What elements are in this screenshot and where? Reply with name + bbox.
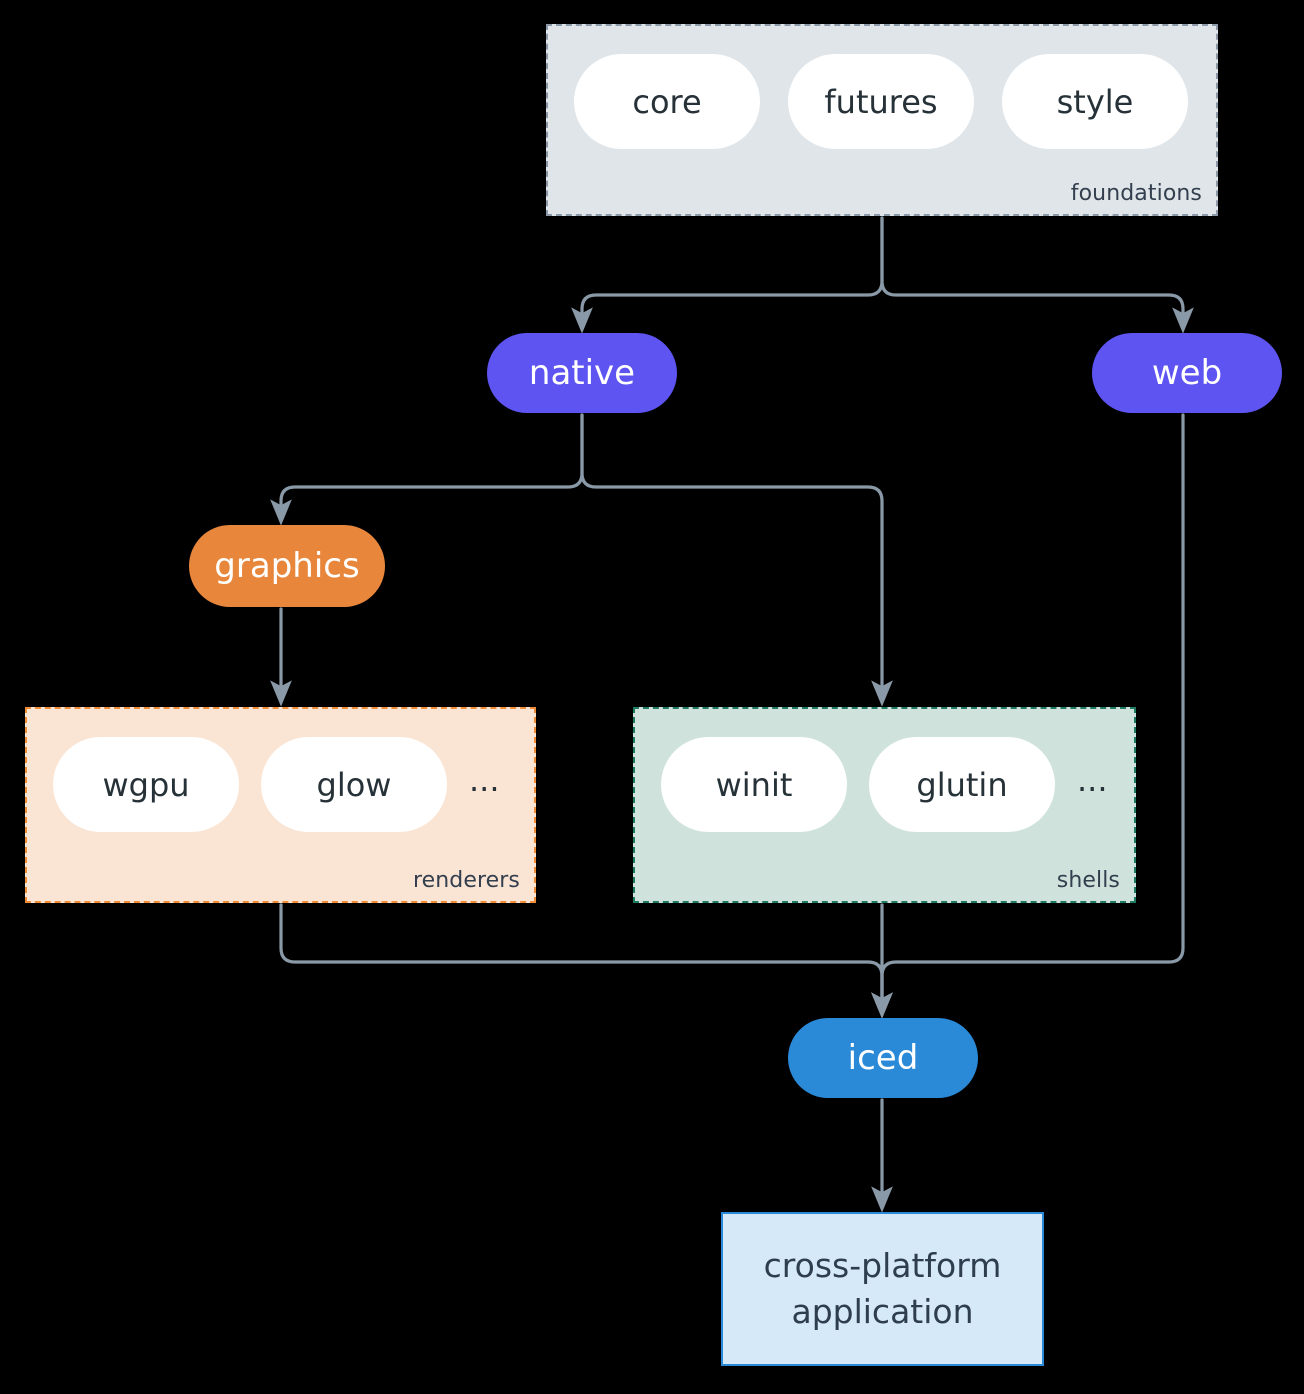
edge-foundations-native	[571, 216, 884, 334]
cluster-foundations-nodes: core futures style	[574, 54, 1188, 149]
renderers-ellipsis: ...	[469, 760, 500, 799]
cluster-foundations: core futures style foundations	[546, 24, 1218, 216]
application-label-line2: application	[791, 1292, 974, 1331]
node-graphics[interactable]: graphics	[189, 525, 385, 607]
node-style[interactable]: style	[1002, 54, 1188, 149]
node-futures[interactable]: futures	[788, 54, 974, 149]
cluster-foundations-label: foundations	[1070, 181, 1202, 206]
node-core[interactable]: core	[574, 54, 760, 149]
node-glutin[interactable]: glutin	[869, 737, 1055, 832]
cluster-renderers-label: renderers	[412, 868, 520, 893]
node-cross-platform-application[interactable]: cross-platform application	[721, 1212, 1044, 1366]
shells-ellipsis: ...	[1077, 760, 1108, 799]
edge-foundations-web	[880, 216, 1194, 334]
cluster-renderers: wgpu glow ... renderers	[25, 707, 536, 903]
cluster-renderers-nodes: wgpu glow ...	[53, 737, 500, 832]
node-iced[interactable]: iced	[788, 1018, 978, 1098]
cluster-shells-nodes: winit glutin ...	[661, 737, 1108, 832]
edge-native-shells	[580, 413, 893, 707]
cluster-shells: winit glutin ... shells	[633, 707, 1136, 903]
node-wgpu[interactable]: wgpu	[53, 737, 239, 832]
cluster-shells-label: shells	[1056, 868, 1120, 893]
edge-native-graphics	[270, 413, 584, 526]
node-glow[interactable]: glow	[261, 737, 447, 832]
node-web[interactable]: web	[1092, 333, 1282, 413]
application-label-line1: cross-platform	[763, 1246, 1002, 1286]
edge-renderers-iced	[279, 903, 893, 1019]
node-native[interactable]: native	[487, 333, 677, 413]
node-winit[interactable]: winit	[661, 737, 847, 832]
